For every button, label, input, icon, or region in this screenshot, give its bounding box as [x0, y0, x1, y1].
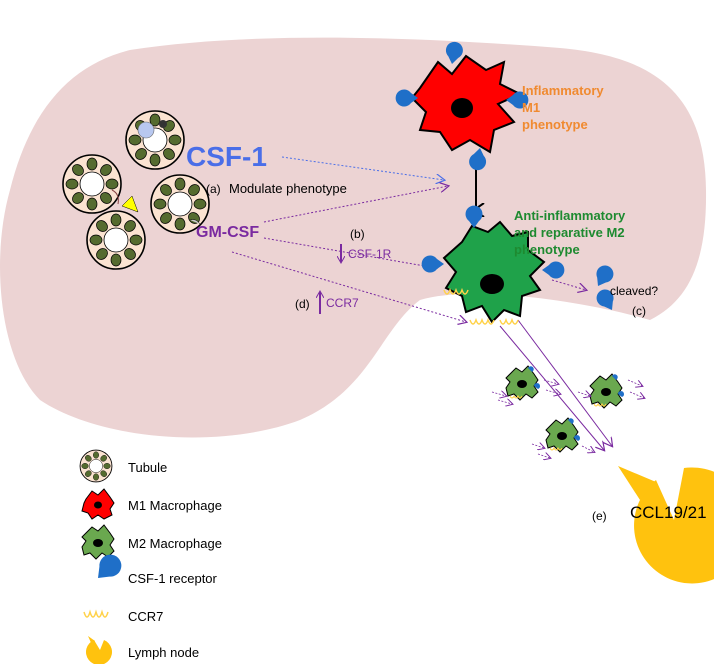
csf1-to-m1-arrow — [281, 156, 444, 180]
m1-phenotype-line2: M1 — [522, 100, 540, 115]
csf1-label: CSF-1 — [186, 141, 267, 172]
m2-phenotype-line3: phenotype — [514, 242, 580, 257]
cleave-arrow — [551, 279, 586, 290]
label-e: (e) — [592, 509, 607, 523]
m1-macrophage-icon — [81, 488, 115, 520]
label-modulate: Modulate phenotype — [229, 181, 347, 196]
legend-label-receptor: CSF-1 receptor — [128, 571, 218, 586]
tubule-icon — [79, 449, 113, 483]
legend-label-ccr7: CCR7 — [128, 609, 163, 624]
gmcsf-label: GM-CSF — [196, 224, 259, 241]
m2-macrophage — [421, 205, 565, 325]
m2-to-lymph-arrow-2 — [499, 325, 604, 450]
label-c: (c) — [632, 304, 646, 318]
tubule-cluster — [62, 110, 210, 270]
m1-macrophage — [395, 40, 529, 172]
lymph-node — [634, 467, 714, 584]
legend-label-lymph: Lymph node — [128, 645, 199, 660]
m1-phenotype-line3: phenotype — [522, 117, 588, 132]
gmcsf-ccr7-arrow — [231, 251, 466, 322]
label-cleaved: cleaved? — [610, 284, 658, 298]
legend-label-m1: M1 Macrophage — [128, 498, 222, 513]
legend-label-tubule: Tubule — [128, 460, 167, 475]
m2-phenotype-line1: Anti-inflammatory — [514, 208, 626, 223]
m1-phenotype-line1: Inflammatory — [522, 83, 604, 98]
label-ccr7: CCR7 — [326, 296, 359, 310]
gmcsf-modulate-arrow — [263, 186, 448, 223]
label-ccl: CCL19/21 — [630, 503, 707, 522]
label-csf1r: CSF-1R — [348, 247, 392, 261]
m2-macrophage-icon — [81, 524, 115, 560]
ccr7-icon — [83, 609, 109, 618]
label-b: (b) — [350, 227, 365, 241]
m2-phenotype-line2: and reparative M2 — [514, 225, 625, 240]
legend-label-m2: M2 Macrophage — [128, 536, 222, 551]
m2-to-lymph-arrow-1 — [517, 319, 612, 446]
gmcsf-to-m2-arrow — [263, 237, 436, 268]
label-d: (d) — [295, 297, 310, 311]
lymph-node-icon — [86, 636, 112, 664]
lymph-node-notch — [618, 466, 656, 500]
csf1-receptor-icon — [98, 554, 122, 578]
legend: Tubule M1 Macrophage M2 Macrophage CSF-1… — [79, 449, 222, 664]
migrating-m2-cells — [491, 365, 644, 458]
label-a: (a) — [206, 182, 221, 196]
